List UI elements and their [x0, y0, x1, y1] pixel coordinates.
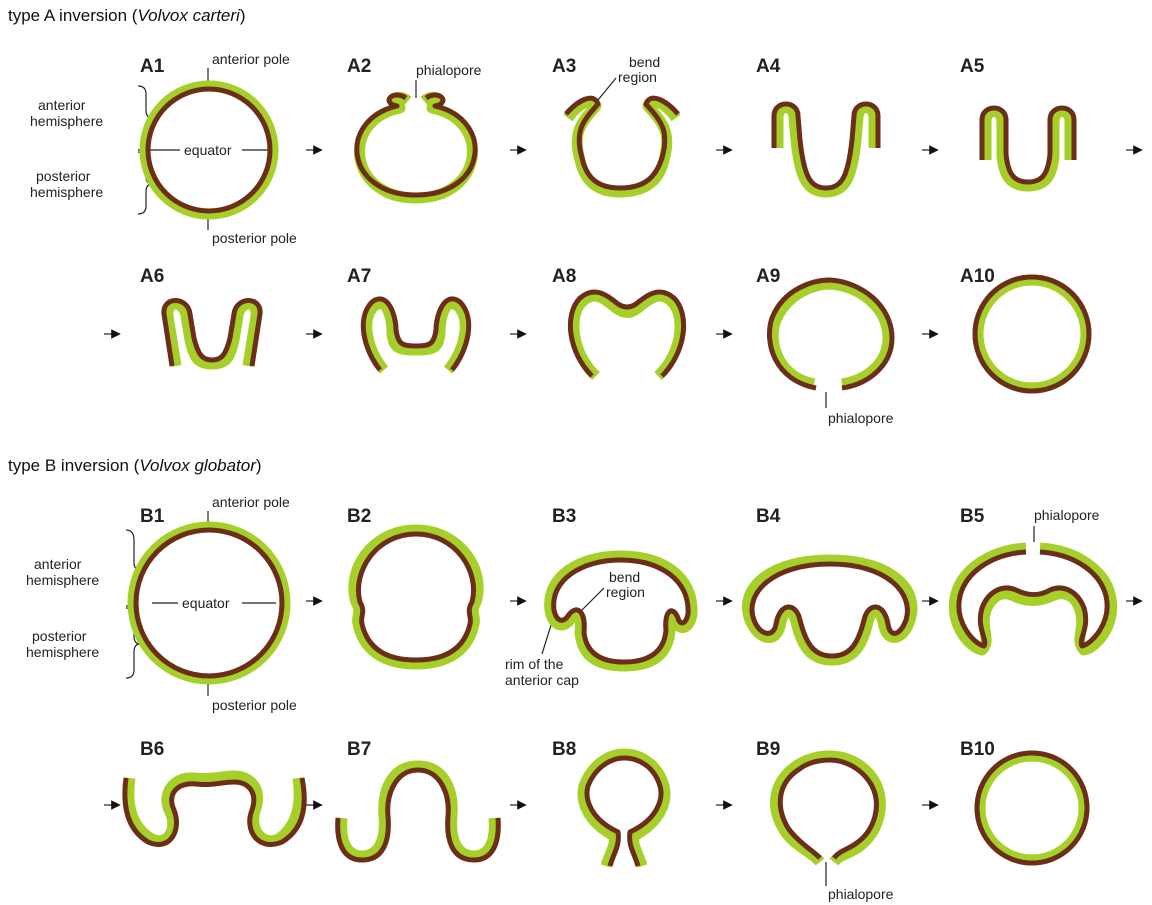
stage-label-a4: A4 — [756, 56, 781, 77]
embryo-b6 — [125, 776, 304, 844]
b3-rim-leader — [542, 622, 552, 654]
a1-anterior-hemisphere-label-2: hemisphere — [30, 113, 103, 129]
b1-anterior-hemisphere-label-1: anterior — [34, 556, 82, 572]
stage-label-a7: A7 — [347, 266, 371, 287]
embryo-b7 — [338, 766, 499, 860]
embryo-a3 — [566, 98, 678, 192]
stage-label-b8: B8 — [552, 739, 576, 760]
b3-bend-region-leader — [582, 588, 604, 610]
b1-equator-label: equator — [182, 595, 230, 611]
b1-anterior-hemisphere-label-2: hemisphere — [26, 572, 99, 588]
a9-phialopore-label: phialopore — [828, 410, 894, 426]
stage-label-b3: B3 — [552, 506, 576, 527]
stage-label-a2: A2 — [347, 56, 371, 77]
a3-bend-region-leader — [598, 78, 616, 100]
embryo-b5 — [954, 548, 1111, 650]
embryo-b4 — [747, 560, 912, 660]
a1-posterior-pole-label: posterior pole — [212, 230, 297, 246]
embryo-b9 — [775, 756, 880, 862]
stage-label-a9: A9 — [756, 266, 780, 287]
stage-label-a5: A5 — [960, 56, 985, 77]
b3-bend-region-label-1: bend — [609, 569, 640, 585]
stage-label-b6: B6 — [140, 739, 164, 760]
b1-posterior-hemisphere-label-2: hemisphere — [26, 644, 99, 660]
b1-anterior-pole-label: anterior pole — [212, 494, 290, 510]
embryo-a10 — [975, 277, 1089, 391]
a3-bend-region-label-1: bend — [629, 54, 660, 70]
stage-label-b2: B2 — [347, 506, 371, 527]
embryo-b2 — [354, 530, 478, 664]
a1-equator-label: equator — [184, 142, 232, 158]
b1-posterior-pole-label: posterior pole — [212, 697, 297, 713]
a1-anterior-pole-label: anterior pole — [212, 51, 290, 67]
embryo-a5 — [982, 108, 1074, 186]
stage-label-b10: B10 — [960, 739, 995, 760]
a1-posterior-hemisphere-label-1: posterior — [36, 168, 91, 184]
embryo-a8 — [570, 292, 683, 376]
b1-posterior-hemisphere-label-1: posterior — [32, 628, 87, 644]
embryo-a7 — [363, 299, 468, 370]
stage-label-b9: B9 — [756, 739, 780, 760]
b5-phialopore-label: phialopore — [1034, 507, 1100, 523]
embryo-a6 — [164, 301, 260, 367]
a2-phialopore-label: phialopore — [416, 62, 482, 78]
a1-anterior-hemisphere-label-1: anterior — [38, 97, 86, 113]
embryo-b10 — [977, 753, 1087, 863]
stage-label-a6: A6 — [140, 266, 164, 287]
embryo-a2 — [357, 95, 475, 198]
stage-label-a1: A1 — [140, 56, 165, 77]
b3-rim-label-2: anterior cap — [505, 672, 579, 688]
stage-label-b7: B7 — [347, 739, 371, 760]
stage-label-a8: A8 — [552, 266, 576, 287]
b9-phialopore-label: phialopore — [828, 886, 894, 902]
embryo-a4 — [774, 104, 878, 192]
a3-bend-region-label-2: region — [618, 69, 657, 85]
a1-posterior-hemisphere-label-2: hemisphere — [30, 184, 103, 200]
embryo-b8 — [583, 754, 665, 866]
stage-label-b4: B4 — [756, 506, 781, 527]
stage-label-a10: A10 — [960, 266, 995, 287]
stage-label-b5: B5 — [960, 506, 985, 527]
stage-label-b1: B1 — [140, 506, 165, 527]
embryo-a9 — [769, 280, 892, 388]
b3-bend-region-label-2: region — [606, 584, 645, 600]
b3-rim-label-1: rim of the — [505, 656, 564, 672]
stage-label-a3: A3 — [552, 56, 576, 77]
